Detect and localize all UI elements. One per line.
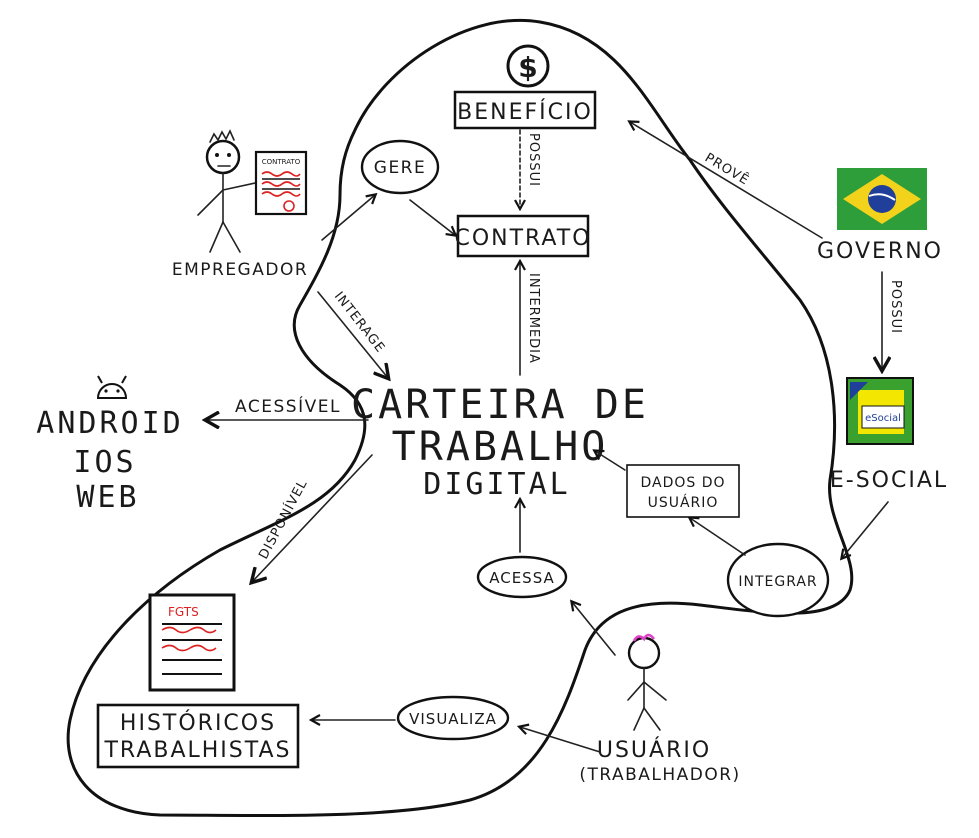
contrato-label: CONTRATO xyxy=(454,226,591,251)
platform-android: ANDROID xyxy=(36,406,183,441)
empregador-figure xyxy=(197,129,256,253)
android-robot-icon xyxy=(96,375,128,399)
acessa-node: ACESSA xyxy=(476,555,568,599)
center-line-1: CARTEIRA DE xyxy=(351,382,649,428)
beneficio-node: BENEFÍCIO xyxy=(453,90,597,130)
integrar-label: INTEGRAR xyxy=(738,574,817,590)
contract-document-icon: CONTRATO xyxy=(254,150,308,216)
visualiza-node: VISUALIZA xyxy=(396,695,510,741)
historicos-line-2: TRABALHISTAS xyxy=(103,738,291,763)
historicos-line-1: HISTÓRICOS xyxy=(120,710,276,736)
esocial-logo-icon: eSocial xyxy=(846,377,914,445)
dados-line-2: USUÁRIO xyxy=(648,494,719,511)
gere-node: GERE xyxy=(360,139,440,195)
scope-boundary xyxy=(66,19,854,818)
platform-ios: IOS xyxy=(73,445,136,480)
integrar-node: INTEGRAR xyxy=(726,542,830,618)
dollar-icon: $ xyxy=(506,44,550,88)
beneficio-label: BENEFÍCIO xyxy=(457,99,593,125)
intermedia-label: INTERMEDIA xyxy=(526,273,541,364)
dados-usuario-node: DADOS DO USUÁRIO xyxy=(626,464,740,518)
gere-label: GERE xyxy=(374,158,426,178)
platform-web: WEB xyxy=(76,480,139,515)
svg-text:eSocial: eSocial xyxy=(865,413,901,424)
historicos-node: HISTÓRICOS TRABALHISTAS xyxy=(96,703,300,769)
contrato-node: CONTRATO xyxy=(454,214,591,258)
acessa-label: ACESSA xyxy=(489,569,555,587)
center-line-3: DIGITAL xyxy=(423,467,570,502)
visualiza-label: VISUALIZA xyxy=(409,710,497,728)
svg-text:FGTS: FGTS xyxy=(168,605,199,619)
dados-line-1: DADOS DO xyxy=(640,475,725,491)
center-line-2: TRABALHO xyxy=(392,424,609,470)
brazil-flag-icon xyxy=(837,168,927,230)
fgts-document-icon: FGTS xyxy=(148,593,236,692)
usuario-label: USUÁRIO xyxy=(597,737,711,763)
possui-label-2: POSSUI xyxy=(888,280,903,334)
acessivel-label: ACESSÍVEL xyxy=(235,395,341,417)
usuario-figure xyxy=(627,633,667,731)
interage-label: INTERAGE xyxy=(331,289,388,356)
empregador-label: EMPREGADOR xyxy=(172,260,308,280)
usuario-sub-label: (TRABALHADOR) xyxy=(579,765,740,785)
svg-text:CONTRATO: CONTRATO xyxy=(262,158,301,166)
possui-label-1: POSSUI xyxy=(526,133,541,187)
governo-label: GOVERNO xyxy=(817,239,943,264)
esocial-label: E-SOCIAL xyxy=(830,468,948,493)
svg-text:$: $ xyxy=(518,51,537,84)
central-concept: CARTEIRA DE TRABALHO DIGITAL xyxy=(351,382,649,502)
